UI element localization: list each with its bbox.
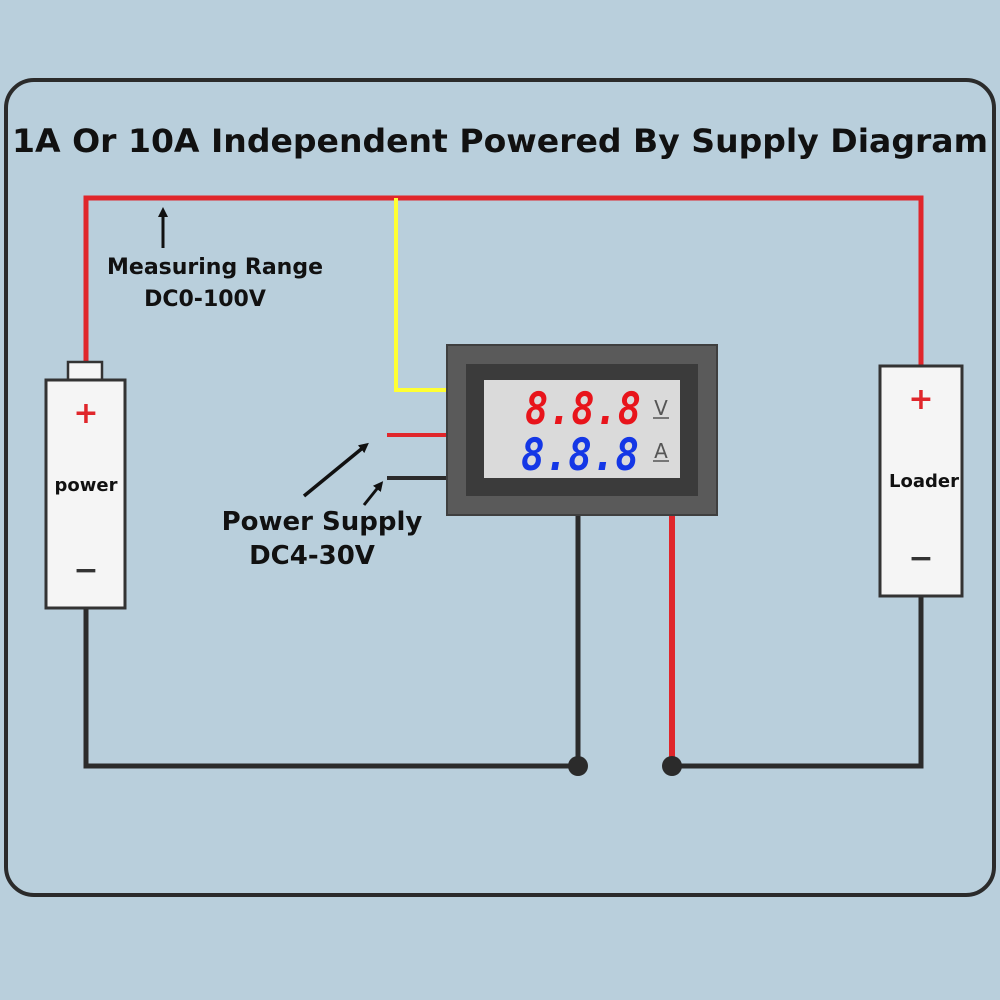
black-wire-bottom <box>83 514 581 769</box>
power-label: power <box>55 475 118 496</box>
voltage-unit: V <box>654 396 668 420</box>
loader-minus-sign: − <box>908 541 933 576</box>
black-wire-loader <box>672 596 924 769</box>
diagram-title: 1A Or 10A Independent Powered By Supply … <box>12 122 988 160</box>
meter-screen <box>484 380 680 478</box>
measuring-range-value: DC0-100V <box>144 287 266 312</box>
supply-red-arrow-icon <box>302 442 369 498</box>
power-battery: + power − <box>44 360 127 610</box>
power-plus-sign: + <box>73 396 98 431</box>
voltmeter-ammeter: 8.8.8 V 8.8.8 A <box>446 344 718 516</box>
current-reading: 8.8.8 <box>521 430 639 481</box>
red-wire-top <box>83 195 924 366</box>
battery-terminal-cap <box>66 360 104 382</box>
loader-box: + Loader − <box>878 364 964 598</box>
power-supply-label: Power Supply <box>222 507 423 537</box>
loader-plus-sign: + <box>908 382 933 417</box>
voltage-reading: 8.8.8 <box>525 384 641 435</box>
loader-body <box>878 364 964 598</box>
yellow-wire <box>394 198 449 392</box>
battery-body <box>44 378 127 610</box>
power-minus-sign: − <box>73 553 98 588</box>
measuring-range-label: Measuring Range <box>107 255 323 280</box>
supply-black-arrow-icon <box>362 481 384 506</box>
current-unit: A <box>654 439 668 463</box>
junction-dot-right <box>662 756 682 776</box>
loader-label: Loader <box>889 471 959 492</box>
junction-dot-left <box>568 756 588 776</box>
power-supply-value: DC4-30V <box>249 541 375 571</box>
